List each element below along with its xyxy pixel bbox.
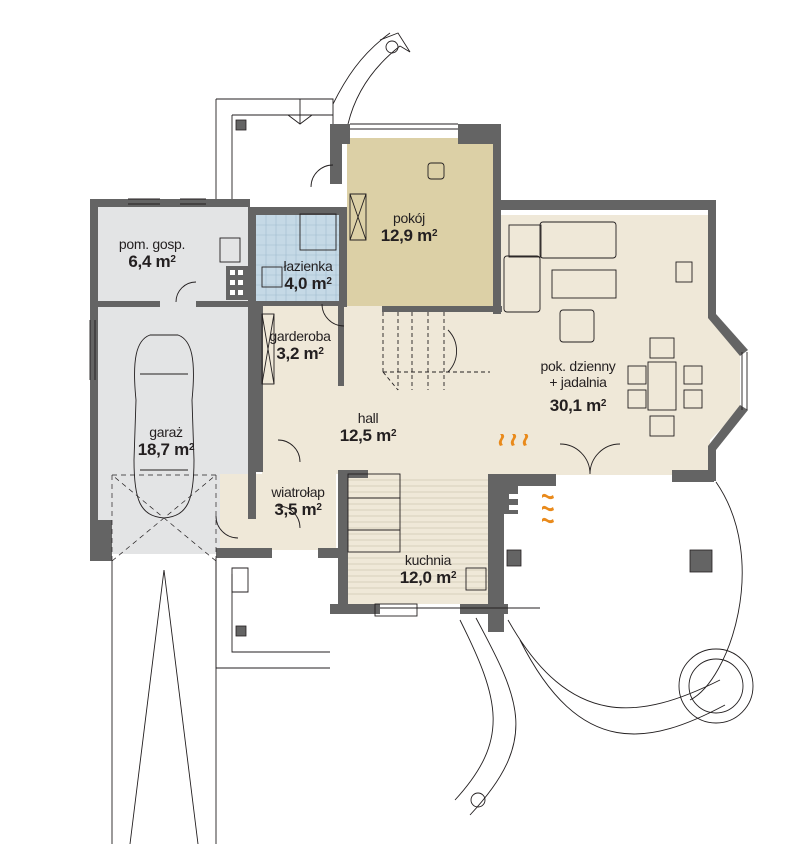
fire-icon (498, 434, 554, 524)
room-area: 12,9 m2 (380, 226, 438, 245)
kitchen-floor-stripes (348, 479, 488, 595)
room-area: 12,5 m2 (339, 426, 397, 445)
room-label-pokoj: pokój 12,9 m2 (380, 210, 438, 245)
wiatrolap-floor (220, 474, 336, 550)
room-area: 18,7 m2 (137, 440, 195, 459)
room-area: 30,1 m2 (549, 396, 607, 415)
pokoj-floor (347, 138, 493, 306)
outline-details (89, 32, 754, 844)
room-area: 12,0 m2 (399, 568, 457, 587)
living-bay-floor (700, 310, 740, 450)
room-label-wiatrolap: wiatrołap 3,5 m2 (271, 484, 325, 519)
bathroom-tiles (256, 215, 339, 305)
room-name: pok. dzienny + jadalnia (540, 358, 616, 390)
room-label-kuchnia: kuchnia 12,0 m2 (399, 552, 457, 587)
room-area: 4,0 m2 (284, 274, 332, 293)
living-floor (500, 215, 710, 475)
room-area: 3,2 m2 (276, 344, 324, 363)
room-name: hall (357, 410, 379, 426)
room-label-pok-dzienny: pok. dzienny + jadalnia 30,1 m2 (540, 358, 615, 415)
room-name: garderoba (269, 328, 331, 344)
room-label-pom-gosp: pom. gosp. 6,4 m2 (118, 236, 186, 271)
room-name: wiatrołap (271, 484, 325, 500)
fireplace-vents (509, 494, 521, 521)
room-name: łazienka (283, 258, 333, 274)
floors (98, 138, 740, 604)
terrace-pillars (235, 119, 713, 637)
utility-vents (226, 266, 248, 300)
room-label-garderoba: garderoba 3,2 m2 (269, 328, 330, 363)
pom-gosp-floor (98, 207, 248, 307)
walls (90, 124, 748, 632)
room-area: 6,4 m2 (128, 252, 176, 271)
room-label-hall: hall 12,5 m2 (339, 410, 397, 445)
room-area: 3,5 m2 (274, 500, 322, 519)
bathroom-floor (256, 215, 339, 305)
room-name: kuchnia (404, 552, 452, 568)
room-name: garaż (149, 424, 183, 440)
room-label-lazienka: łazienka 4,0 m2 (284, 258, 333, 293)
room-label-garaz: garaż 18,7 m2 (137, 424, 195, 459)
room-name: pokój (393, 210, 425, 226)
room-name: pom. gosp. (118, 236, 186, 252)
